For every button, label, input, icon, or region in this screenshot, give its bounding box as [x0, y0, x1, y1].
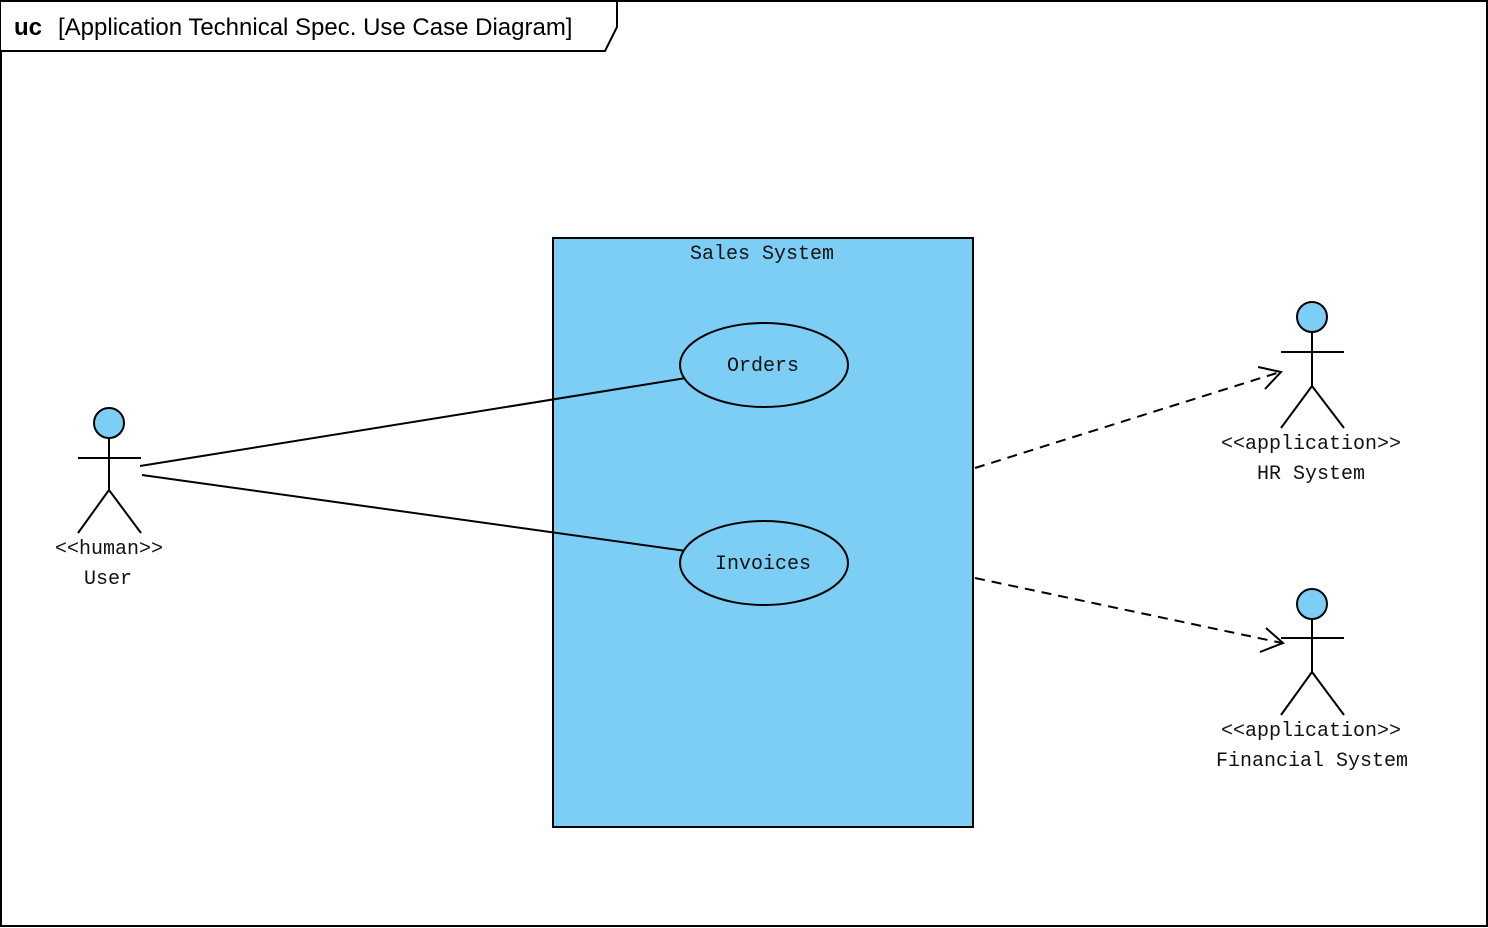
use-case-orders-shape	[679, 322, 849, 408]
dependency-financial-system	[974, 577, 1283, 644]
actor-user[interactable]: <<human>> User	[55, 407, 163, 591]
system-boundary-label: Sales System	[690, 243, 834, 266]
frame-kind-label: uc	[14, 14, 42, 41]
dependency-hr-system	[974, 371, 1281, 469]
association-user-orders	[139, 377, 687, 467]
actor-hr-right-leg	[1311, 385, 1345, 429]
actor-user-head	[93, 407, 125, 439]
actor-financial-stereotype: <<application>>	[1221, 720, 1401, 743]
dependency-hr-arrowhead	[1257, 366, 1283, 390]
use-case-orders[interactable]: Orders	[679, 322, 849, 408]
frame-header-tab	[1, 0, 618, 52]
frame-title: [Application Technical Spec. Use Case Di…	[58, 14, 572, 41]
association-user-invoices	[141, 474, 687, 552]
use-case-orders-label: Orders	[727, 355, 799, 378]
actor-user-right-leg	[108, 489, 142, 534]
actor-hr-head	[1296, 301, 1328, 333]
dependency-financial-arrowhead	[1259, 627, 1285, 653]
actor-financial-head	[1296, 588, 1328, 620]
actor-user-name: User	[84, 568, 132, 591]
actor-financial-name: Financial System	[1216, 750, 1408, 773]
use-case-invoices-shape	[679, 520, 849, 606]
use-case-invoices[interactable]: Invoices	[679, 520, 849, 606]
actor-user-left-leg	[77, 489, 110, 534]
use-case-invoices-label: Invoices	[715, 553, 811, 576]
actor-hr-system[interactable]: <<application>> HR System	[1221, 301, 1401, 486]
actor-financial-left-leg	[1280, 671, 1313, 716]
actor-hr-left-leg	[1280, 385, 1313, 429]
actor-hr-name: HR System	[1257, 463, 1365, 486]
actor-financial-system[interactable]: <<application>> Financial System	[1216, 588, 1408, 773]
actor-hr-stereotype: <<application>>	[1221, 433, 1401, 456]
actor-financial-right-leg	[1311, 671, 1345, 716]
actor-user-stereotype: <<human>>	[55, 538, 163, 561]
